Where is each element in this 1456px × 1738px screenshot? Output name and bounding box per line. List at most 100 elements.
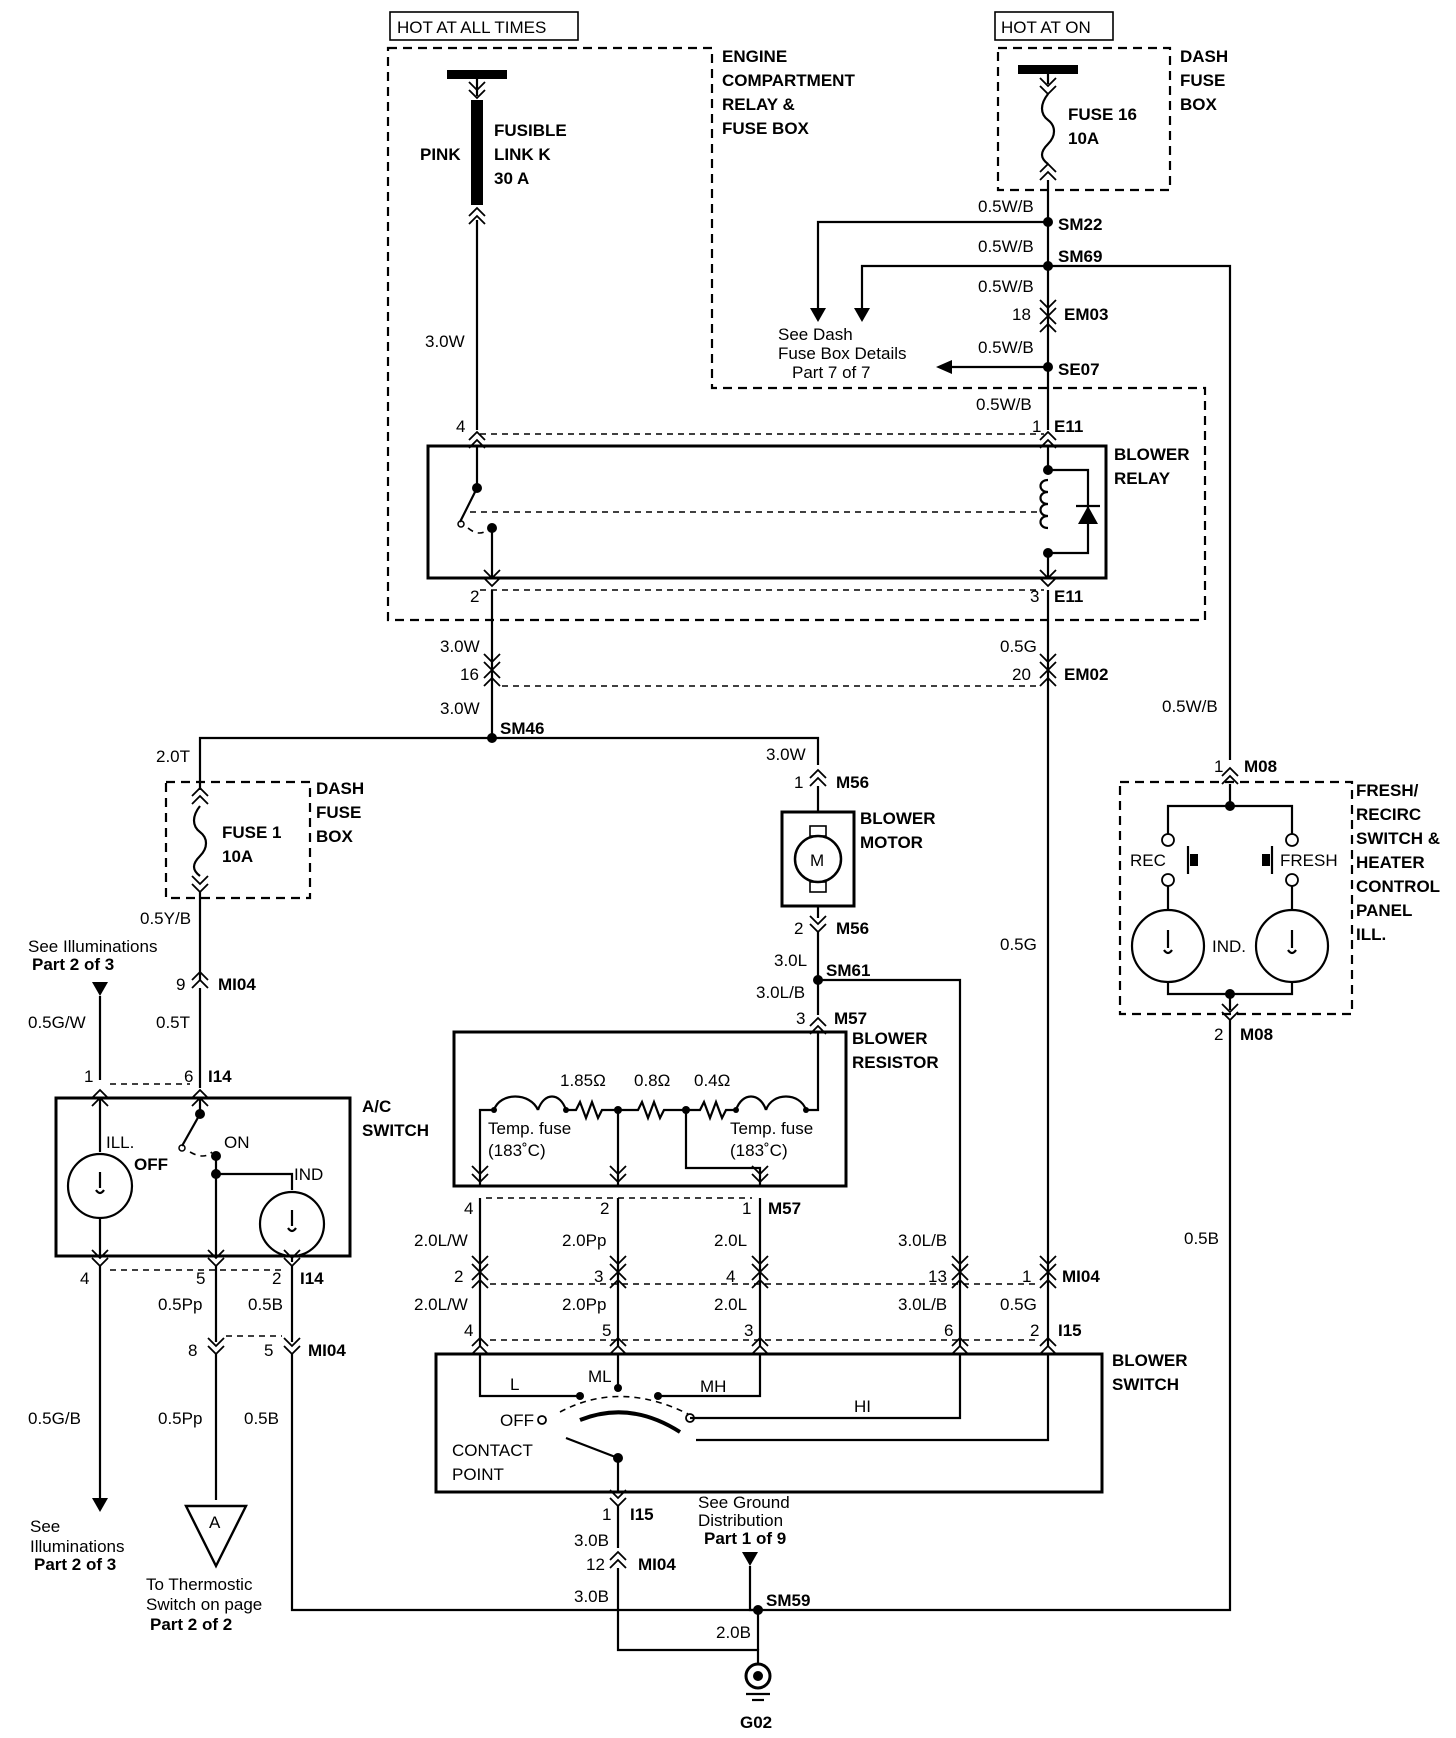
wire-label-20pp-lower: 2.0Pp [562,1295,606,1314]
middle-harness [471,1198,1057,1355]
svg-text:See Illuminations: See Illuminations [28,937,157,956]
connector-i14-top: I14 [208,1067,232,1086]
svg-text:RELAY &: RELAY & [722,95,795,114]
engine-compartment-label: ENGINE COMPARTMENT RELAY & FUSE BOX [722,47,855,138]
wire-label-05g-lower: 0.5G [1000,1295,1037,1314]
fuse-1 [191,787,209,980]
wire-label-sm22-in: 0.5W/B [978,197,1034,216]
svg-text:SWITCH: SWITCH [1112,1375,1179,1394]
wire-label-05g-long: 0.5G [1000,935,1037,954]
svg-text:FUSE 1: FUSE 1 [222,823,282,842]
em02-pin-16: 16 [460,665,479,684]
svg-text:SWITCH &: SWITCH & [1356,829,1440,848]
svg-text:RESISTOR: RESISTOR [852,1053,939,1072]
see-illuminations-bottom: See Illuminations Part 2 of 3 [30,1517,125,1574]
wire-label-30lb: 3.0L/B [898,1231,947,1250]
blower-switch-hi-label: HI [854,1397,871,1416]
wire-label-20l: 2.0L [714,1231,747,1250]
ac-switch [54,1096,352,1258]
svg-text:ENGINE: ENGINE [722,47,787,66]
blower-relay-label: BLOWER RELAY [1114,445,1190,488]
relay-pin-4: 4 [456,417,465,436]
svg-text:BLOWER: BLOWER [1114,445,1190,464]
blower-switch-label: BLOWER SWITCH [1112,1351,1188,1394]
svg-text:BOX: BOX [316,827,354,846]
motor-symbol: M [810,851,824,870]
source-label-hot-at-all-times: HOT AT ALL TIMES [389,11,579,41]
svg-text:Distribution: Distribution [698,1511,783,1530]
see-illuminations-top: See Illuminations Part 2 of 3 [28,937,157,974]
svg-text:See: See [30,1517,60,1536]
splice-label-sm46: SM46 [500,719,544,738]
mi04-pin-13: 13 [928,1267,947,1286]
wire-label-em02-left: 3.0W [440,637,480,656]
dash-fuse-box-top-label: DASH FUSE BOX [1180,47,1228,114]
connector-em02: EM02 [1064,665,1108,684]
wire-label-20lw: 2.0L/W [414,1231,468,1250]
i15-pin-2: 2 [1030,1321,1039,1340]
wire-label-30b-lower: 3.0B [574,1587,609,1606]
fresh-recirc-label: FRESH/ RECIRC SWITCH & HEATER CONTROL PA… [1356,781,1440,944]
wire-label-05gw: 0.5G/W [28,1013,86,1032]
svg-text:PANEL: PANEL [1356,901,1412,920]
temp-fuse-left-label: Temp. fuse (183˚C) [488,1119,571,1160]
mi04-pin-2: 2 [454,1267,463,1286]
dash-fuse-box-top [996,46,1172,192]
mi04-pin-5: 5 [264,1341,273,1360]
fresh-pin-2: 2 [1214,1025,1223,1044]
see-ground-note: See Ground Distribution Part 1 of 9 [698,1493,790,1548]
blower-switch-mh-label: MH [700,1377,726,1396]
wire-label-30lb-lower: 3.0L/B [898,1295,947,1314]
ac-switch-circuit [66,1089,326,1267]
svg-text:Illuminations: Illuminations [30,1537,125,1556]
wire-label-em03-in: 0.5W/B [978,277,1034,296]
svg-text:HOT AT ALL TIMES: HOT AT ALL TIMES [397,18,546,37]
wire-label-em02-right: 0.5G [1000,637,1037,656]
mi04-pin-8: 8 [188,1341,197,1360]
relay-diode-icon [1076,504,1100,524]
wire-label-right-05wb: 0.5W/B [1162,697,1218,716]
svg-text:DASH: DASH [1180,47,1228,66]
splice-label-sm22: SM22 [1058,215,1102,234]
ground-g02-icon [744,1662,772,1702]
svg-text:See Ground: See Ground [698,1493,790,1512]
wire-label-05b-lower: 0.5B [244,1409,279,1428]
splice-label-sm69: SM69 [1058,247,1102,266]
fresh-label: FRESH [1280,851,1338,870]
blower-resistor [452,1030,848,1188]
svg-text:FUSE: FUSE [316,803,361,822]
engine-compartment-boundary [386,46,1207,622]
fusible-link-color: PINK [420,145,461,164]
i15-pin-5: 5 [602,1321,611,1340]
svg-text:POINT: POINT [452,1465,504,1484]
resistor-r1-value: 1.85Ω [560,1071,606,1090]
ac-ill-label: ILL. [106,1133,134,1152]
svg-text:10A: 10A [1068,129,1099,148]
svg-text:ILL.: ILL. [1356,925,1386,944]
motor-pin-1: 1 [794,773,803,792]
fresh-recirc-switch [1118,780,1354,1016]
svg-text:Part 1 of 9: Part 1 of 9 [704,1529,786,1548]
svg-text:BLOWER: BLOWER [860,809,936,828]
wire-label-05t: 0.5T [156,1013,190,1032]
i15-pin-1: 1 [602,1505,611,1524]
splice-label-sm59: SM59 [766,1591,810,1610]
wire-label-20lw-lower: 2.0L/W [414,1295,468,1314]
wire-label-relay-pin1: 0.5W/B [976,395,1032,414]
fresh-recirc-circuit [1130,784,1330,1021]
blower-switch-ml-label: ML [588,1367,612,1386]
blower-relay [426,444,1108,580]
blower-motor: M [780,810,856,908]
connector-em03: EM03 [1064,305,1108,324]
to-thermostic-note: To Thermostic Switch on page Part 2 of 2 [146,1575,262,1634]
relay-pin-3: 3 [1030,587,1039,606]
svg-text:COMPARTMENT: COMPARTMENT [722,71,855,90]
wire-label-2-0t: 2.0T [156,747,190,766]
svg-text:Part 2 of 2: Part 2 of 2 [150,1615,232,1634]
wire-label-sm69-in: 0.5W/B [978,237,1034,256]
fuse-16-label: FUSE 16 10A [1068,105,1137,148]
connector-m57-bottom: M57 [768,1199,801,1218]
svg-text:FRESH/: FRESH/ [1356,781,1419,800]
mi04-pin-9: 9 [176,975,185,994]
